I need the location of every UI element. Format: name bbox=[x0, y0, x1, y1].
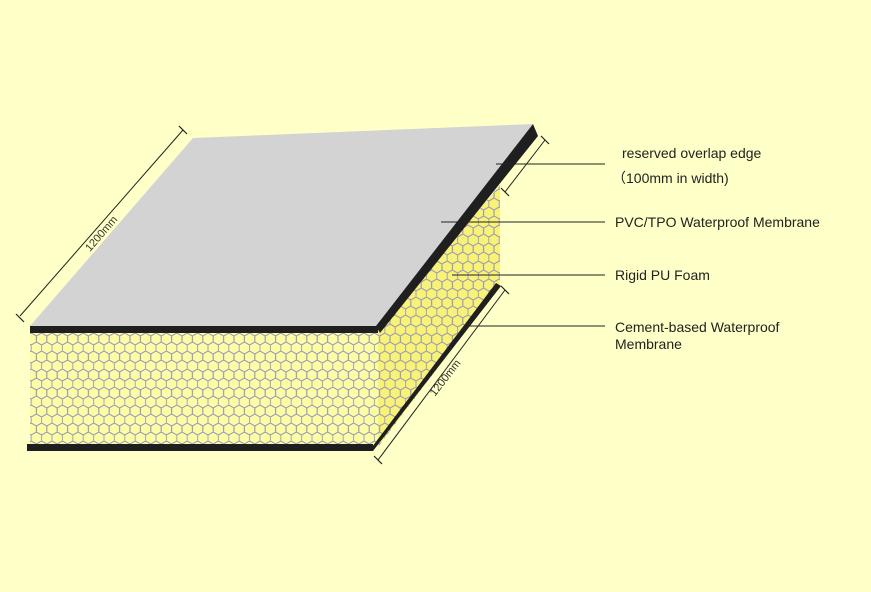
membrane-top-surface bbox=[30, 124, 533, 326]
membrane-front-edge bbox=[30, 326, 378, 333]
foam-side-face bbox=[378, 185, 500, 447]
label-cement-line1: Cement-based Waterproof bbox=[615, 319, 780, 335]
membrane-side-edge bbox=[376, 124, 538, 333]
cement-membrane-side bbox=[369, 283, 501, 451]
cement-membrane-front bbox=[27, 444, 373, 451]
label-foam: Rigid PU Foam bbox=[615, 267, 710, 283]
label-overlap-line2: （100mm in width) bbox=[612, 170, 729, 186]
label-overlap-line1: reserved overlap edge bbox=[622, 145, 762, 161]
label-cement-line2: Membrane bbox=[615, 336, 682, 352]
overlap-dimension bbox=[500, 135, 550, 197]
foam-front-face bbox=[30, 330, 378, 447]
label-pvc: PVC/TPO Waterproof Membrane bbox=[615, 214, 820, 230]
